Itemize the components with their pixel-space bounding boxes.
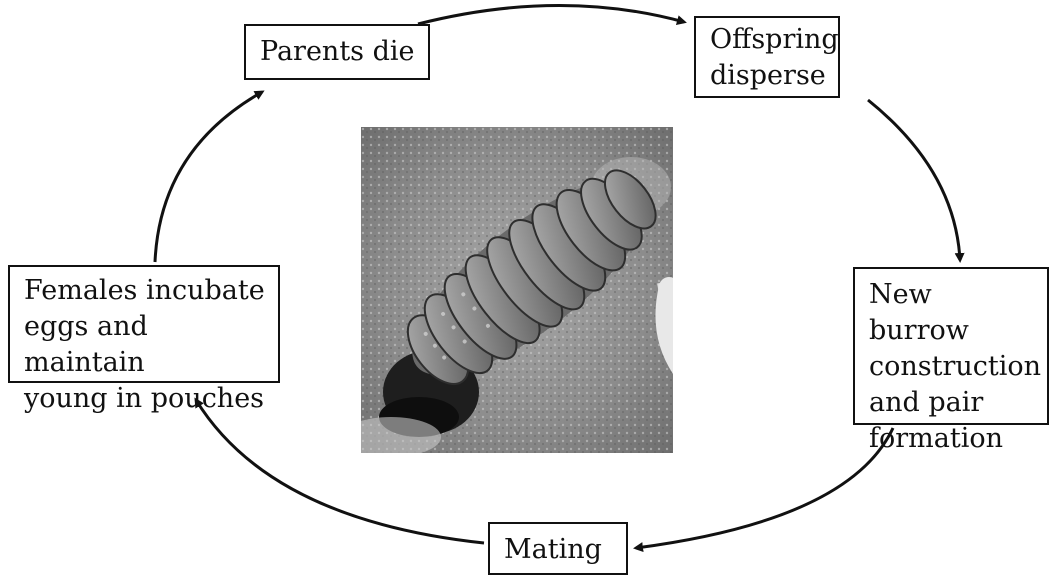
stage-offspring-disperse: Offspring disperse	[694, 16, 840, 98]
arrow-offspring-to-burrow	[868, 100, 960, 260]
arrow-parents-to-offspring	[418, 5, 684, 24]
stage-mating: Mating	[488, 522, 628, 575]
arrow-burrow-to-mating	[636, 428, 893, 548]
stage-parents-die: Parents die	[244, 24, 430, 80]
stage-females-incubate: Females incubate eggs and maintain young…	[8, 265, 280, 383]
arrow-females-to-parents	[155, 92, 262, 262]
stage-new-burrow: New burrow construction and pair formati…	[853, 267, 1049, 425]
isopod-photo	[361, 127, 673, 453]
